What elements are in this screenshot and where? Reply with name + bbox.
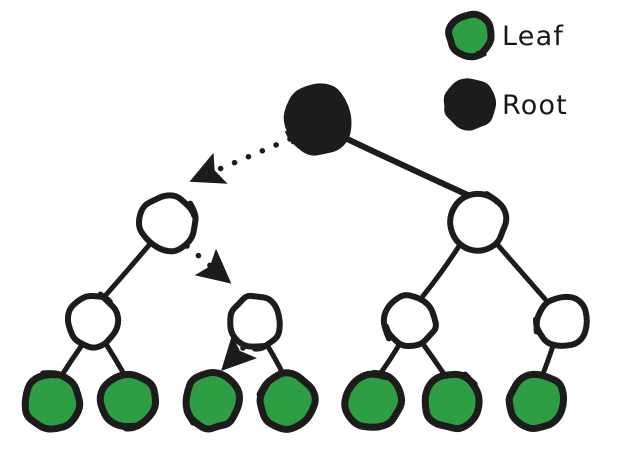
internal-node-shape — [135, 192, 199, 255]
tree-edge — [264, 342, 286, 377]
tree-edge — [493, 240, 548, 302]
tree-node-leaf-6[interactable] — [421, 370, 483, 433]
tree-edge — [342, 135, 473, 199]
tree-edge — [540, 343, 556, 377]
tree-node-root[interactable] — [283, 83, 352, 156]
traversal-arrow — [221, 335, 257, 372]
tree-edge — [420, 341, 447, 377]
leaf-node-shape — [21, 370, 84, 433]
legend-item-root: Root — [443, 78, 568, 131]
traversal-arrow — [189, 136, 293, 184]
tree-node-leaf-1[interactable] — [21, 370, 84, 433]
leaf-node-shape — [505, 370, 568, 433]
tree-edge — [103, 341, 127, 377]
traversal-arrow — [184, 243, 232, 284]
tree-node-n-r[interactable] — [447, 190, 510, 254]
tree-node-n-rr[interactable] — [532, 293, 590, 349]
tree-node-n-rl[interactable] — [380, 292, 439, 350]
tree-node-leaf-7[interactable] — [505, 370, 568, 433]
tree-node-leaf-5[interactable] — [341, 369, 406, 431]
tree-edge — [377, 342, 402, 377]
internal-node-shape — [532, 293, 590, 349]
internal-node-shape — [380, 292, 439, 350]
leaf-node-shape — [256, 369, 319, 433]
internal-node-shape — [64, 291, 122, 351]
legend-swatch-root — [443, 78, 497, 131]
tree-node-leaf-3[interactable] — [182, 369, 243, 433]
legend-label-root: Root — [502, 90, 568, 121]
traversal-arrows-layer — [184, 136, 293, 372]
leaf-node-shape — [341, 369, 406, 431]
internal-node-shape — [447, 190, 510, 254]
tree-edge — [102, 241, 153, 299]
legend-swatch-leaf — [445, 10, 495, 61]
legend-label-leaf: Leaf — [502, 21, 564, 52]
nodes-layer — [21, 83, 590, 433]
leaf-node-shape — [421, 370, 483, 433]
tree-node-n-l[interactable] — [135, 192, 199, 255]
tree-node-leaf-2[interactable] — [96, 370, 160, 432]
tree-edge — [59, 342, 85, 378]
edges-layer — [59, 135, 556, 378]
legend-item-leaf: Leaf — [445, 10, 564, 61]
tree-node-n-lr[interactable] — [227, 292, 283, 352]
internal-node-shape — [227, 292, 283, 352]
tree-node-leaf-4[interactable] — [256, 369, 319, 433]
leaf-node-shape — [182, 369, 243, 433]
root-node-shape — [283, 83, 352, 156]
tree-node-n-ll[interactable] — [64, 291, 122, 351]
leaf-node-shape — [96, 370, 160, 432]
tree-edge — [420, 240, 464, 299]
